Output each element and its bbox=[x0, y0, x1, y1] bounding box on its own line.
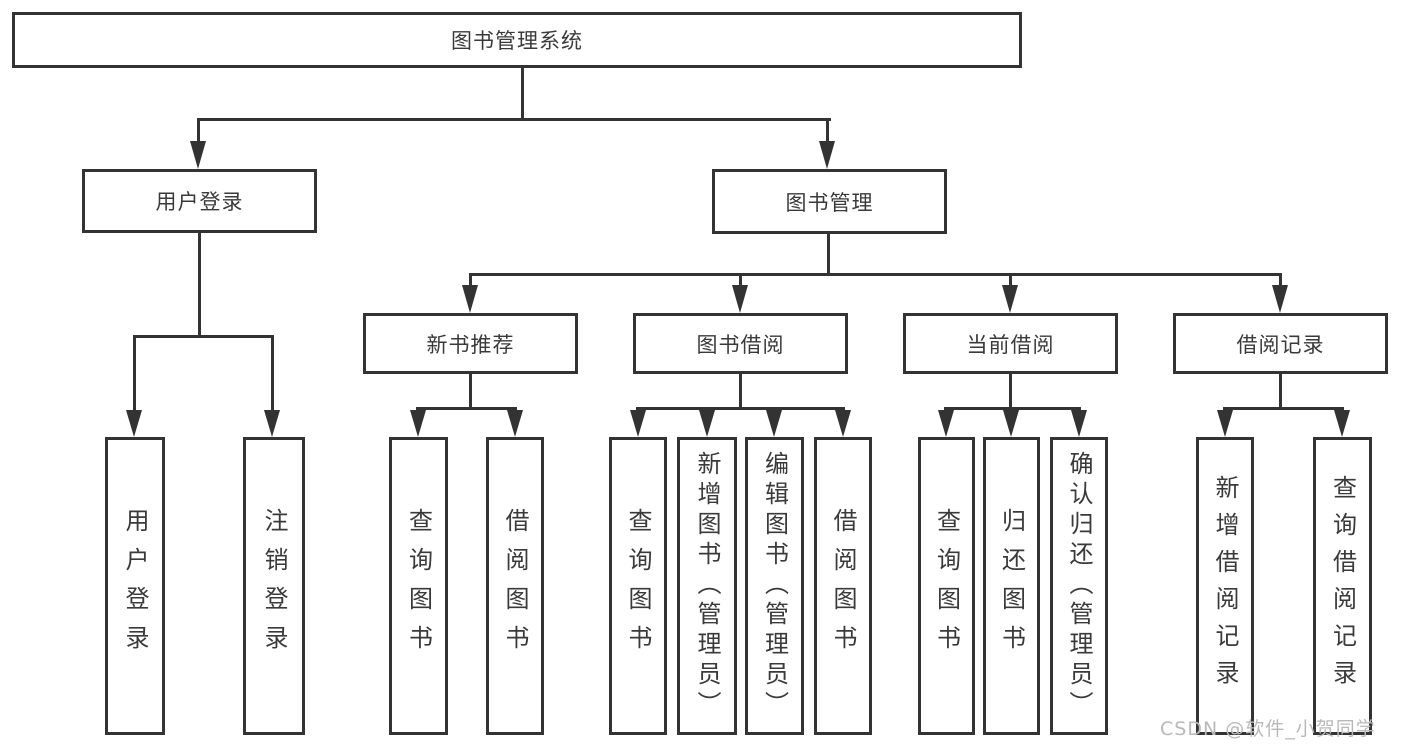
connector-line bbox=[469, 374, 472, 407]
connector-arrow-down-icon bbox=[630, 410, 646, 437]
node-label: 图书管理系统 bbox=[451, 29, 583, 53]
connector-arrow-down-icon bbox=[1272, 285, 1288, 313]
connector-line bbox=[133, 338, 136, 410]
node-label: 查询图书 bbox=[404, 508, 433, 664]
leaf-logout-login: 注销登录 bbox=[243, 437, 305, 735]
leaf-borrow-books-recommend: 借阅图书 bbox=[486, 437, 544, 735]
node-label: 借阅图书 bbox=[501, 508, 529, 664]
connector-line bbox=[826, 121, 829, 141]
connector-arrow-down-icon bbox=[462, 285, 478, 313]
leaf-return-books: 归还图书 bbox=[983, 437, 1040, 735]
leaf-edit-books-admin: 编辑图书（管理员） bbox=[745, 437, 804, 735]
node-label: 借阅图书 bbox=[829, 508, 857, 664]
leaf-query-books-borrow: 查询图书 bbox=[609, 437, 667, 735]
connector-arrow-down-icon bbox=[938, 410, 954, 437]
connector-arrow-down-icon bbox=[264, 410, 280, 437]
node-book-borrowing: 图书借阅 bbox=[633, 313, 848, 374]
node-label: 归还图书 bbox=[997, 508, 1026, 664]
node-label: 图书管理 bbox=[785, 190, 874, 215]
leaf-add-books-admin: 新增图书（管理员） bbox=[677, 437, 737, 735]
connector-line bbox=[416, 407, 517, 410]
node-label: 用户登录 bbox=[121, 508, 149, 664]
node-user-login: 用户登录 bbox=[82, 169, 317, 233]
connector-arrow-down-icon bbox=[766, 410, 782, 437]
leaf-borrow-books: 借阅图书 bbox=[814, 437, 872, 735]
connector-line bbox=[1279, 276, 1282, 285]
leaf-query-books-current: 查询图书 bbox=[918, 437, 975, 735]
connector-arrow-down-icon bbox=[1071, 410, 1087, 437]
connector-line bbox=[469, 273, 1282, 276]
connector-arrow-down-icon bbox=[1334, 410, 1350, 437]
connector-arrow-down-icon bbox=[410, 410, 426, 437]
connector-arrow-down-icon bbox=[732, 285, 748, 313]
connector-line bbox=[469, 276, 472, 285]
connector-line bbox=[521, 68, 524, 118]
watermark: CSDN @软件_小贺同学 bbox=[1160, 718, 1376, 740]
connector-line bbox=[197, 121, 200, 141]
connector-line bbox=[944, 407, 1081, 410]
leaf-query-borrow-record: 查询借阅记录 bbox=[1313, 437, 1372, 735]
node-label: 借阅记录 bbox=[1236, 332, 1325, 357]
leaf-query-books-recommend: 查询图书 bbox=[389, 437, 448, 735]
node-label: 注销登录 bbox=[260, 508, 288, 664]
leaf-add-borrow-record: 新增借阅记录 bbox=[1196, 437, 1254, 735]
leaf-confirm-return-admin: 确认归还（管理员） bbox=[1050, 437, 1108, 735]
node-label: 新增图书（管理员） bbox=[693, 451, 721, 721]
connector-line bbox=[133, 335, 274, 338]
connector-line bbox=[198, 233, 201, 335]
node-library-management-system: 图书管理系统 bbox=[12, 12, 1022, 68]
connector-arrow-down-icon bbox=[126, 410, 142, 437]
node-label: 新增借阅记录 bbox=[1211, 475, 1239, 697]
connector-line bbox=[1009, 374, 1012, 407]
node-new-book-recommendation: 新书推荐 bbox=[363, 313, 578, 374]
connector-arrow-down-icon bbox=[699, 410, 715, 437]
connector-arrow-down-icon bbox=[1003, 410, 1019, 437]
connector-line bbox=[271, 338, 274, 410]
node-label: 查询图书 bbox=[932, 508, 961, 664]
node-book-management: 图书管理 bbox=[712, 169, 947, 234]
connector-line bbox=[197, 118, 831, 121]
connector-line bbox=[1223, 407, 1344, 410]
node-label: 用户登录 bbox=[155, 190, 244, 214]
node-label: 新书推荐 bbox=[426, 332, 515, 357]
node-label: 图书借阅 bbox=[696, 332, 785, 357]
connector-line bbox=[739, 276, 742, 285]
connector-line bbox=[739, 374, 742, 407]
connector-line bbox=[1279, 374, 1282, 407]
connector-line bbox=[636, 407, 845, 410]
connector-line bbox=[827, 234, 830, 273]
connector-arrow-down-icon bbox=[507, 410, 523, 437]
connector-arrow-down-icon bbox=[1217, 410, 1233, 437]
node-label: 查询图书 bbox=[624, 508, 652, 664]
connector-arrow-down-icon bbox=[835, 410, 851, 437]
node-current-borrowing: 当前借阅 bbox=[903, 313, 1118, 374]
node-label: 编辑图书（管理员） bbox=[760, 451, 789, 721]
node-label: 确认归还（管理员） bbox=[1065, 451, 1093, 721]
connector-arrow-down-icon bbox=[190, 141, 206, 169]
connector-arrow-down-icon bbox=[1002, 285, 1018, 313]
connector-arrow-down-icon bbox=[819, 141, 835, 169]
node-borrowing-records: 借阅记录 bbox=[1173, 313, 1388, 374]
connector-line bbox=[1009, 276, 1012, 285]
node-label: 当前借阅 bbox=[966, 332, 1055, 357]
node-label: 查询借阅记录 bbox=[1328, 475, 1357, 697]
leaf-user-login: 用户登录 bbox=[105, 437, 165, 735]
